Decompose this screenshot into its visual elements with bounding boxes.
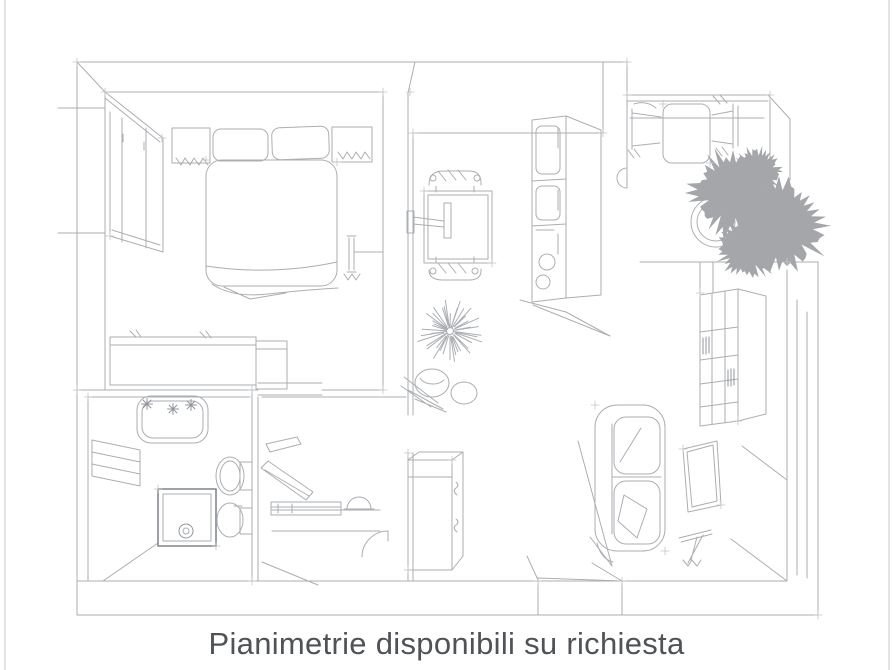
chair-top	[428, 169, 482, 193]
bedroom-walls	[57, 91, 384, 396]
nightstand-left	[171, 127, 211, 166]
dining-table	[662, 103, 711, 164]
pillow-right	[271, 125, 330, 161]
caption: Pianimetrie disponibili su richiesta	[208, 626, 685, 661]
arch-fixture	[343, 496, 375, 510]
floor-lamp	[678, 529, 713, 567]
dining-chair-right	[711, 94, 739, 157]
double-bed	[205, 125, 339, 300]
image-frame	[4, 0, 890, 670]
kitchen-unit	[519, 115, 611, 337]
sketch-ticks	[72, 57, 823, 620]
bathtub	[136, 395, 209, 444]
sofa	[594, 404, 666, 563]
tv-console	[682, 440, 722, 513]
outer-walls	[76, 61, 819, 616]
toilet	[215, 456, 253, 496]
faucet-flowers	[141, 398, 197, 415]
wardrobe	[104, 91, 164, 253]
dining-chair-left	[626, 102, 662, 159]
door-swing	[361, 530, 389, 558]
dresser	[109, 329, 288, 390]
large-tree	[684, 145, 833, 278]
chair-bottom	[428, 256, 482, 281]
dining-walls	[626, 94, 791, 181]
shower-box	[157, 488, 217, 547]
side-tables	[400, 368, 478, 413]
dandelion-plant	[417, 299, 483, 362]
towel-radiator	[91, 439, 141, 487]
storage-cabinet	[407, 451, 464, 571]
bidet	[216, 502, 253, 538]
bookshelf	[699, 288, 767, 427]
wall-radiator	[343, 235, 384, 281]
nightstand-right	[331, 126, 373, 163]
pillow-left	[212, 128, 269, 162]
bench	[260, 436, 342, 516]
bathroom-walls	[87, 389, 407, 586]
folding-table	[406, 190, 493, 264]
